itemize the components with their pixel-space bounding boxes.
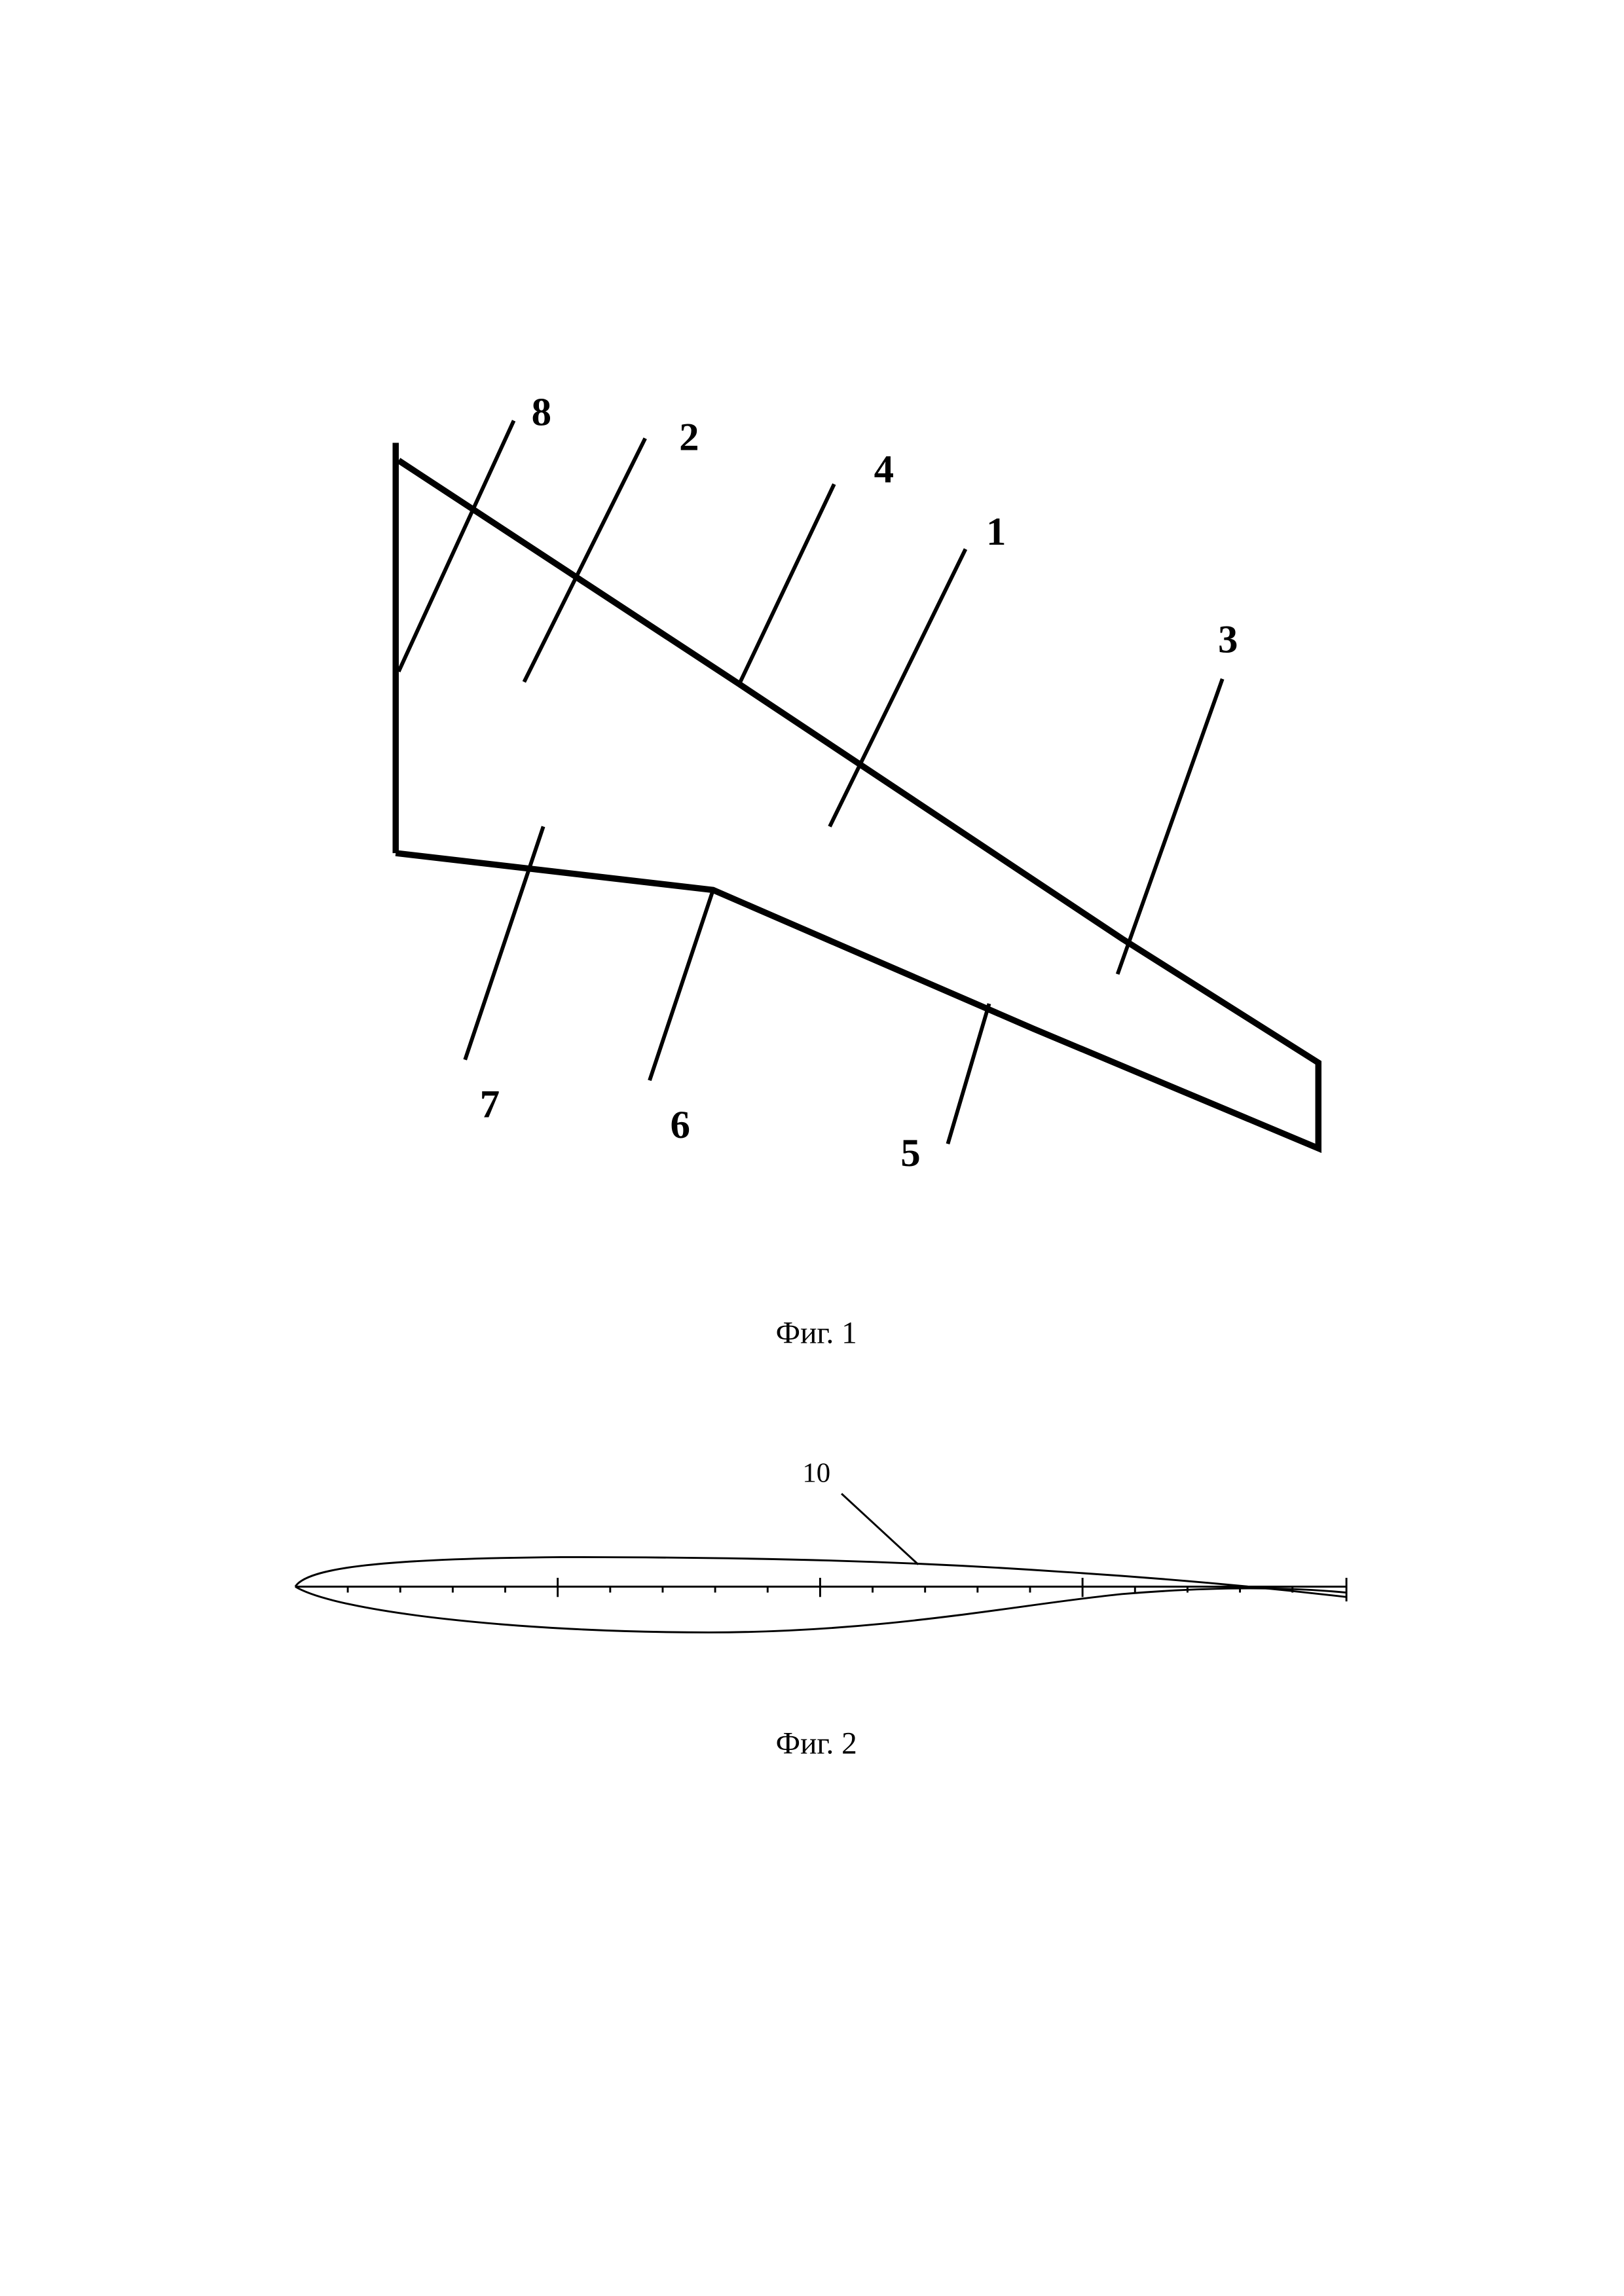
leader-line-8 bbox=[397, 420, 516, 672]
figure-2-caption: Фиг. 2 bbox=[776, 1726, 857, 1760]
wing-outline bbox=[395, 458, 1322, 1154]
leader-line-1 bbox=[828, 548, 968, 828]
leader-line-4 bbox=[736, 483, 836, 687]
label-5: 5 bbox=[900, 1131, 920, 1175]
leader-line-2 bbox=[522, 437, 647, 683]
figure-1-caption: Фиг. 1 bbox=[776, 1317, 857, 1351]
label-1: 1 bbox=[986, 510, 1006, 554]
leader-line-6 bbox=[648, 889, 715, 1082]
label-2: 2 bbox=[679, 416, 699, 460]
leader-line-10 bbox=[841, 1493, 919, 1565]
label-3: 3 bbox=[1218, 617, 1238, 661]
label-10: 10 bbox=[802, 1457, 830, 1488]
leader-line-5 bbox=[946, 1003, 991, 1145]
leader-line-7 bbox=[463, 826, 545, 1061]
label-6: 6 bbox=[671, 1103, 690, 1147]
label-7: 7 bbox=[480, 1083, 500, 1127]
figure-2-airfoil-profile: 10 Фиг. 2 bbox=[294, 1457, 1348, 1760]
leader-line-3 bbox=[1115, 678, 1225, 975]
airfoil-lower-surface bbox=[295, 1586, 1347, 1633]
airfoil-upper-surface bbox=[294, 1556, 1347, 1598]
label-8: 8 bbox=[532, 390, 551, 434]
figure-1-wing-planform: 8 2 4 1 3 7 6 5 Фиг. 1 bbox=[392, 390, 1322, 1351]
label-4: 4 bbox=[874, 448, 894, 492]
